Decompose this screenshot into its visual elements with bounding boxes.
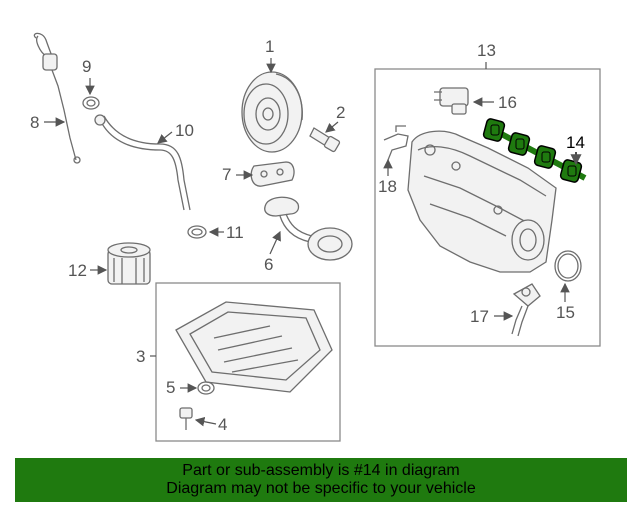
callout-5: 5 bbox=[166, 378, 175, 397]
callout-11: 11 bbox=[226, 223, 244, 242]
callout-14: 14 bbox=[566, 133, 585, 152]
washer-part-5[interactable] bbox=[197, 381, 215, 395]
callout-15: 15 bbox=[556, 303, 575, 322]
callout-3: 3 bbox=[136, 347, 145, 366]
callout-17: 17 bbox=[470, 307, 489, 326]
o-ring-part-9[interactable] bbox=[82, 96, 100, 110]
callout-7: 7 bbox=[222, 165, 231, 184]
bracket-part-18[interactable] bbox=[383, 125, 409, 161]
sensor-part-16[interactable] bbox=[434, 87, 469, 115]
intake-manifold-group-box bbox=[374, 68, 601, 347]
callout-16: 16 bbox=[498, 93, 517, 112]
seal-part-11[interactable] bbox=[187, 225, 207, 239]
callout-9: 9 bbox=[82, 57, 91, 76]
dipstick-part-8[interactable] bbox=[33, 32, 81, 164]
leader-2 bbox=[325, 121, 339, 133]
callout-2: 2 bbox=[336, 103, 345, 122]
callout-8: 8 bbox=[30, 113, 39, 132]
bolt-part-2[interactable] bbox=[309, 127, 341, 153]
intake-manifold-gasket-part-14[interactable] bbox=[482, 118, 587, 183]
dipstick-tube-part-10[interactable] bbox=[94, 114, 191, 211]
parts-diagram: 8 9 10 11 12 1 2 bbox=[30, 32, 601, 442]
callout-18: 18 bbox=[378, 177, 397, 196]
callout-1: 1 bbox=[265, 37, 274, 56]
callout-12: 12 bbox=[68, 261, 87, 280]
gasket-part-7[interactable] bbox=[250, 161, 295, 187]
leader-10 bbox=[157, 131, 173, 144]
oil-filter-part-12[interactable] bbox=[107, 242, 151, 285]
callout-4: 4 bbox=[218, 415, 227, 434]
actuator-part-17[interactable] bbox=[511, 283, 541, 337]
callout-13: 13 bbox=[477, 41, 496, 60]
intake-manifold-body bbox=[407, 130, 557, 273]
o-ring-part-15[interactable] bbox=[554, 250, 582, 282]
drain-plug-part-4[interactable] bbox=[179, 407, 193, 430]
oil-pan-part-3[interactable] bbox=[175, 301, 333, 393]
callout-10: 10 bbox=[175, 121, 194, 140]
leader-6 bbox=[269, 230, 281, 255]
info-banner: Part or sub-assembly is #14 in diagram D… bbox=[15, 458, 627, 502]
oil-pickup-part-6[interactable] bbox=[264, 196, 353, 261]
oil-pan-group-box bbox=[155, 282, 341, 442]
banner-line-1: Part or sub-assembly is #14 in diagram bbox=[182, 462, 460, 479]
leader-4 bbox=[194, 416, 217, 427]
callout-6: 6 bbox=[264, 255, 273, 274]
crank-pulley-part-1[interactable] bbox=[241, 71, 303, 153]
banner-line-2: Diagram may not be specific to your vehi… bbox=[166, 480, 476, 497]
